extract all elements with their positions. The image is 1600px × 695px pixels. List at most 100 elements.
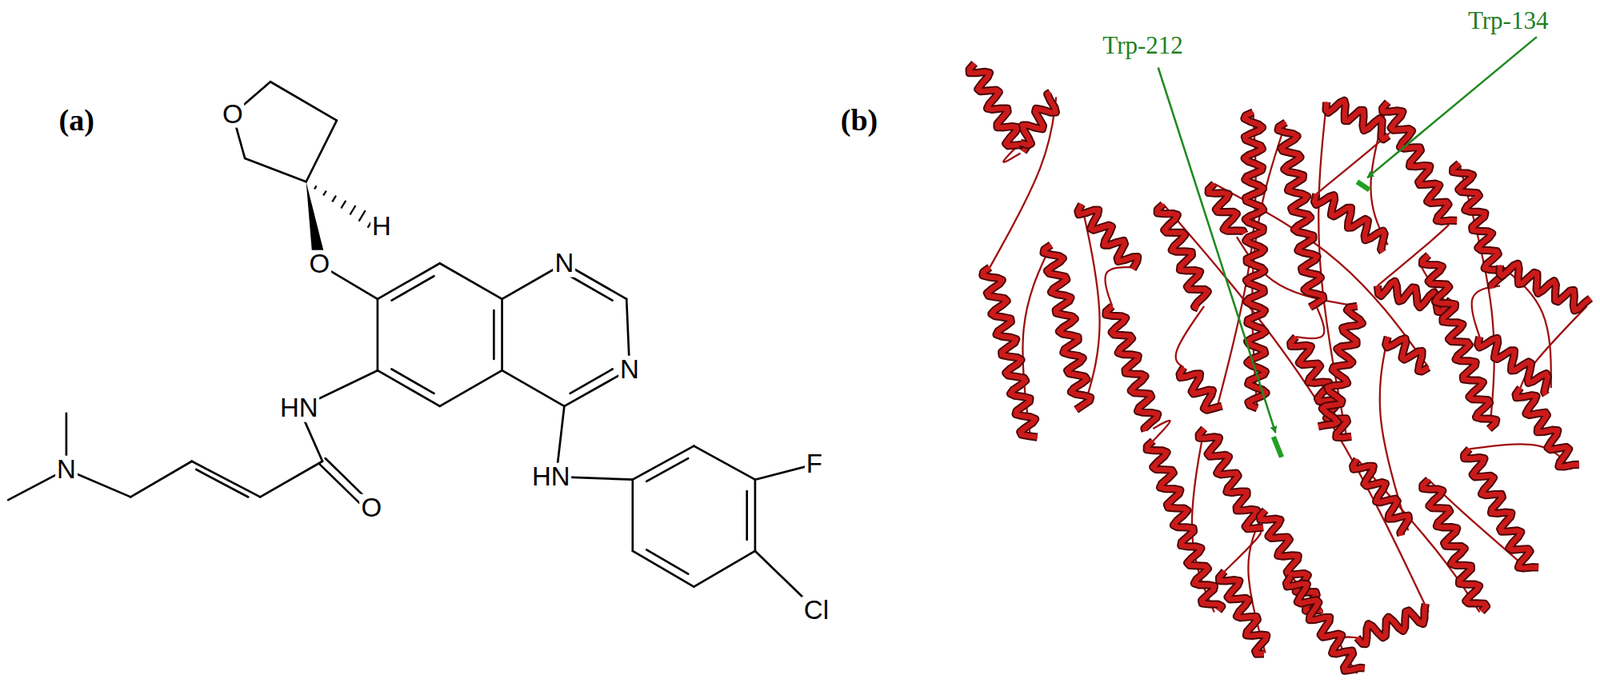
alpha-helix: [1422, 480, 1487, 612]
protein-ribbon: [969, 63, 1591, 674]
bond-line: [377, 263, 440, 300]
bond-line: [632, 446, 695, 480]
alpha-helix: [1020, 92, 1056, 146]
atom-label: N: [618, 355, 641, 384]
residue-label: Trp-212: [1100, 32, 1185, 60]
alpha-helix: [969, 63, 1028, 152]
alpha-helix: [1199, 428, 1264, 529]
atom-label: H: [370, 212, 393, 241]
helix-shadow: [1244, 112, 1266, 408]
leader-arrow: [1367, 36, 1537, 178]
alpha-helix: [1385, 336, 1429, 372]
leader-arrow: [1158, 67, 1276, 433]
atom-label: O: [359, 494, 384, 523]
bond-line: [646, 458, 688, 482]
helix-shadow: [1180, 367, 1223, 410]
helix-shadow: [1385, 336, 1429, 372]
helix-shadow: [969, 63, 1028, 152]
ribbon-loop: [1296, 306, 1324, 340]
hashed-bond: [340, 200, 346, 209]
ribbon-loop: [1472, 285, 1500, 337]
bond-line: [319, 464, 363, 506]
residue-pointers: [1158, 36, 1537, 433]
atom-label: HN: [530, 462, 572, 491]
alpha-helix: [1464, 448, 1539, 568]
hashed-bond: [359, 210, 366, 221]
bond-line: [502, 370, 565, 407]
ribbon-loop: [1224, 530, 1262, 572]
helix-shadow: [1157, 204, 1208, 308]
panel-letter: (a): [57, 104, 96, 137]
helix-shadow: [1077, 204, 1138, 269]
hashed-bond: [323, 190, 327, 196]
helix-shadow: [1199, 428, 1264, 529]
atom-label: HN: [278, 394, 320, 423]
helix-shadow: [1260, 510, 1321, 612]
bond-line: [306, 120, 337, 183]
hashed-bond: [332, 196, 336, 203]
bond-line: [130, 461, 192, 498]
helix-shadow: [1020, 92, 1056, 146]
helix-shadow: [1500, 264, 1592, 312]
bond-line: [631, 480, 634, 552]
alpha-helix: [1260, 510, 1321, 612]
bond-line: [500, 299, 504, 371]
alpha-helix: [1244, 112, 1266, 408]
alpha-helix: [1044, 244, 1092, 410]
helix-shadow: [1356, 604, 1426, 644]
alpha-helix: [1318, 306, 1363, 428]
alpha-helix: [1314, 194, 1385, 253]
alpha-helix: [982, 267, 1037, 437]
helix-shadow: [1105, 306, 1158, 432]
helix-shadow: [1286, 576, 1365, 672]
helix-shadow: [1422, 480, 1487, 612]
helix-shadow: [1352, 459, 1409, 536]
alpha-helix: [1477, 336, 1548, 396]
ribbon-loop: [1316, 132, 1390, 195]
atom-label: Cl: [802, 596, 831, 624]
alpha-helix: [1208, 184, 1245, 234]
wedge-bond: [306, 181, 325, 256]
bond-line: [392, 276, 435, 300]
bond-line: [376, 299, 380, 371]
tryptophan-residue: [1273, 436, 1282, 458]
bond-line: [260, 461, 323, 498]
bond-line: [646, 549, 688, 574]
alpha-helix: [1077, 204, 1138, 269]
alpha-helix: [1105, 306, 1158, 432]
atom-label: O: [307, 250, 332, 279]
helix-shadow: [1516, 388, 1580, 468]
bond-line: [492, 310, 496, 360]
alpha-helix: [1516, 388, 1580, 468]
helix-shadow: [1382, 102, 1457, 222]
alpha-helix: [1352, 459, 1409, 536]
alpha-helix: [1286, 576, 1365, 672]
alpha-helix: [1278, 122, 1324, 308]
bond-line: [693, 446, 756, 480]
residue-label: Trp-134: [1466, 7, 1551, 34]
helix-shadow: [1044, 244, 1092, 410]
hashed-bond: [349, 205, 356, 216]
helix-shadow: [1318, 306, 1363, 428]
bond-line: [440, 370, 503, 407]
bond-line: [196, 469, 248, 497]
bond-line: [440, 263, 503, 300]
bond-line: [632, 551, 695, 588]
bond-line: [392, 369, 435, 394]
bond-line: [192, 461, 260, 498]
ribbon-loop: [1104, 267, 1135, 307]
bond-line: [570, 276, 613, 300]
helix-shadow: [1278, 122, 1324, 308]
helix-shadow: [1464, 448, 1539, 568]
alpha-helix: [1147, 440, 1223, 611]
bond-line: [244, 158, 307, 182]
alpha-helix: [1500, 264, 1592, 312]
atom-label: F: [804, 450, 824, 479]
bond-line: [693, 551, 756, 588]
chemical-structure: [8, 81, 816, 611]
helix-shadow: [1477, 336, 1548, 396]
tryptophan-residue: [1356, 181, 1369, 190]
ribbon-loop: [1176, 306, 1204, 368]
bond-line: [745, 491, 748, 540]
helix-shadow: [1219, 571, 1267, 654]
